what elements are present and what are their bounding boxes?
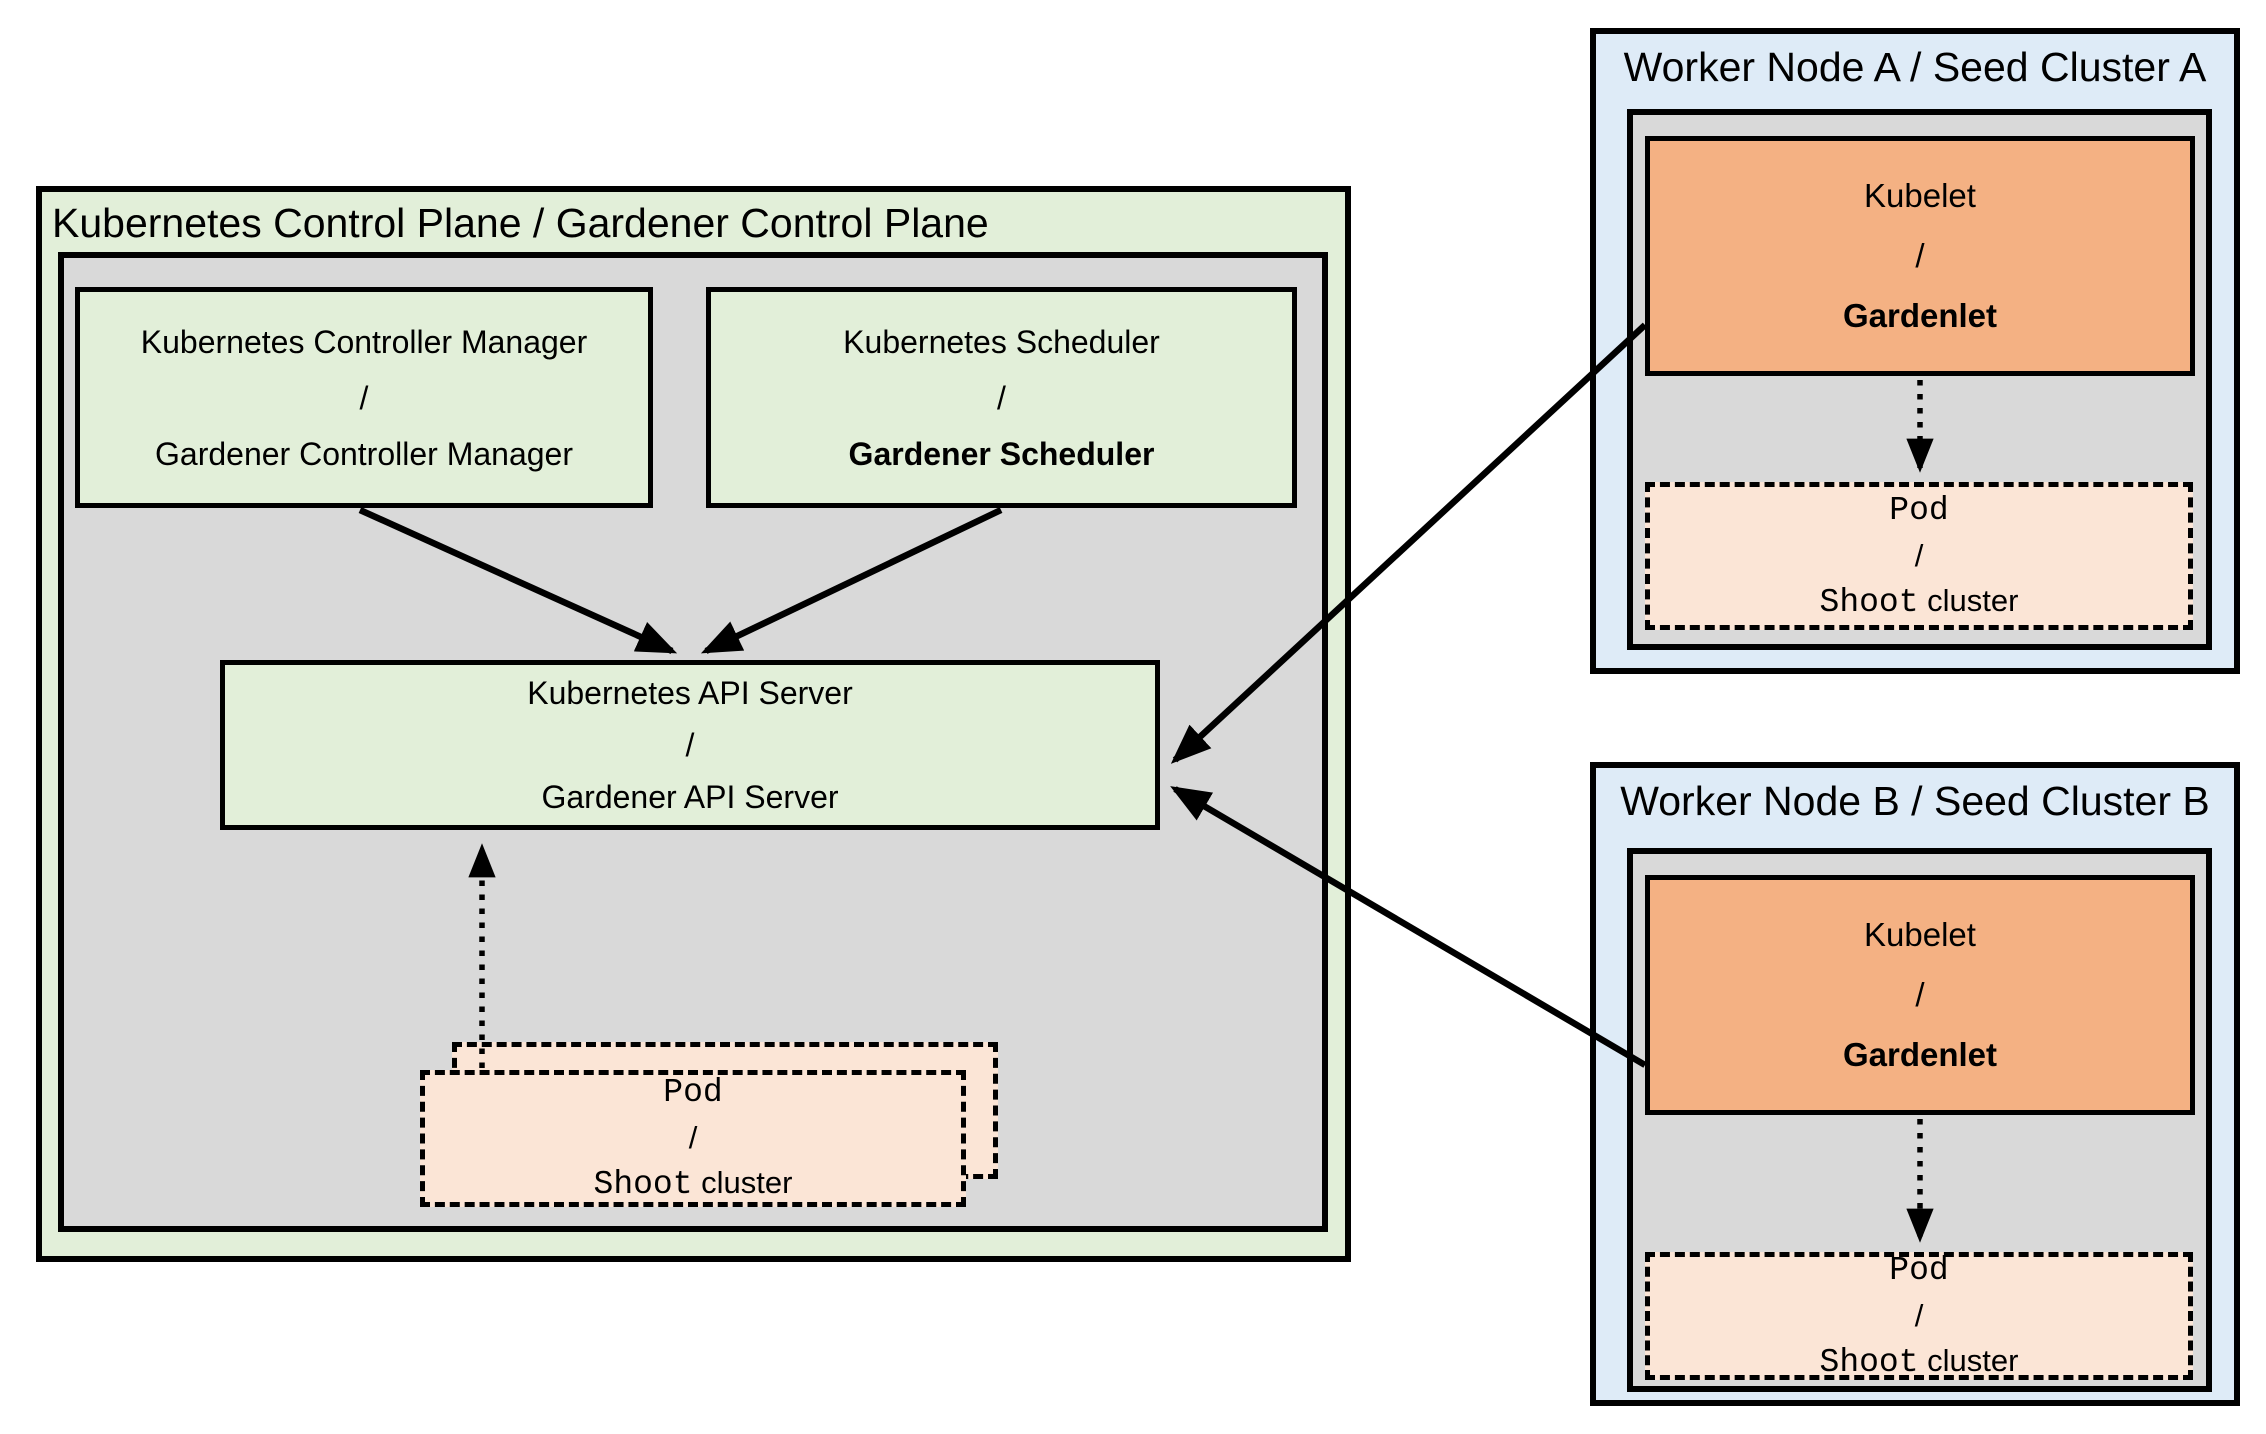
pod-separator: / bbox=[688, 1120, 698, 1155]
kubelet-a-line2: Gardenlet bbox=[1842, 297, 1998, 334]
pod-b-line2-cluster: cluster bbox=[1927, 1342, 2019, 1378]
kubelet-b-line1: Kubelet bbox=[1864, 916, 1976, 953]
api-server-box: Kubernetes API Server / Gardener API Ser… bbox=[220, 660, 1160, 830]
pod-a-line2-cluster: cluster bbox=[1927, 582, 2019, 618]
pod-b-line1: Pod bbox=[1889, 1251, 1949, 1289]
scheduler-line1: Kubernetes Scheduler bbox=[843, 323, 1160, 360]
api-server-line1: Kubernetes API Server bbox=[527, 675, 853, 711]
control-plane-title: Kubernetes Control Plane / Gardener Cont… bbox=[52, 200, 989, 246]
pod-line2-cluster: cluster bbox=[701, 1165, 793, 1200]
api-server-line2: Gardener API Server bbox=[541, 779, 839, 815]
pod-b-box: Pod / Shoot cluster bbox=[1645, 1252, 2193, 1381]
scheduler-box: Kubernetes Scheduler / Gardener Schedule… bbox=[706, 287, 1297, 508]
pod-a-box: Pod / Shoot cluster bbox=[1645, 482, 2193, 630]
pod-b-line2-shoot: Shoot bbox=[1819, 1343, 1919, 1381]
worker-node-a-title: Worker Node A / Seed Cluster A bbox=[1623, 44, 2207, 90]
kubelet-b-line2: Gardenlet bbox=[1842, 1036, 1998, 1073]
api-server-separator: / bbox=[685, 727, 695, 763]
worker-node-b-title: Worker Node B / Seed Cluster B bbox=[1620, 778, 2210, 824]
pod-a-line2: Shoot cluster bbox=[1820, 578, 2019, 625]
pod-shoot-cluster-box-front: Pod / Shoot cluster bbox=[420, 1070, 966, 1207]
pod-a-line1: Pod bbox=[1889, 491, 1949, 529]
controller-manager-separator: / bbox=[359, 379, 369, 416]
pod-a-separator: / bbox=[1914, 537, 1924, 573]
controller-manager-box: Kubernetes Controller Manager / Gardener… bbox=[75, 287, 653, 508]
pod-b-line2: Shoot cluster bbox=[1820, 1338, 2019, 1385]
pod-line2-shoot: Shoot bbox=[593, 1166, 693, 1203]
scheduler-separator: / bbox=[997, 379, 1006, 416]
pod-line1: Pod bbox=[663, 1074, 723, 1111]
pod-b-separator: / bbox=[1914, 1297, 1924, 1333]
controller-manager-line1: Kubernetes Controller Manager bbox=[140, 323, 588, 360]
pod-a-line2-shoot: Shoot bbox=[1819, 583, 1919, 621]
kubelet-a-separator: / bbox=[1915, 237, 1925, 274]
pod-line2: Shoot cluster bbox=[594, 1160, 793, 1207]
kubelet-b-box: Kubelet / Gardenlet bbox=[1645, 875, 2195, 1115]
controller-manager-line2: Gardener Controller Manager bbox=[155, 435, 573, 472]
scheduler-line2: Gardener Scheduler bbox=[848, 435, 1155, 472]
kubelet-a-box: Kubelet / Gardenlet bbox=[1645, 136, 2195, 376]
kubelet-b-separator: / bbox=[1915, 976, 1925, 1013]
kubelet-a-line1: Kubelet bbox=[1864, 177, 1976, 214]
